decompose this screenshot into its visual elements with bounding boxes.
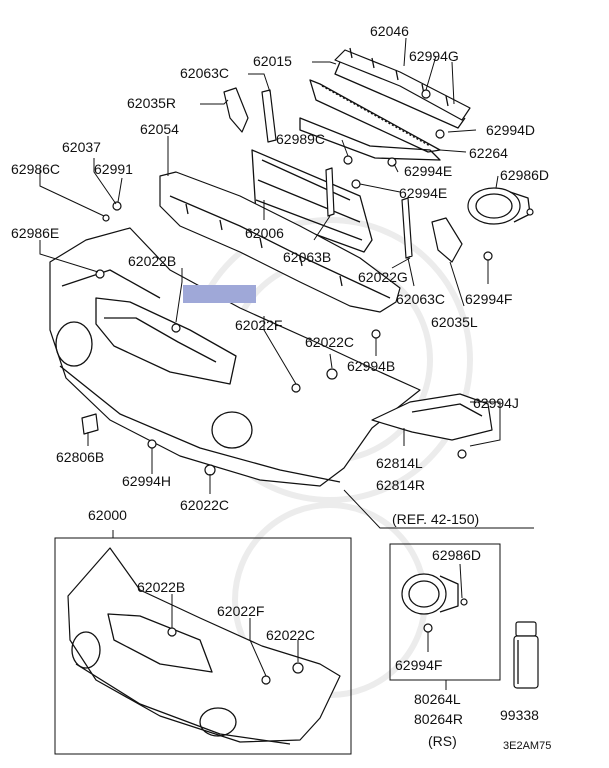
label-62994b[interactable]: 62994B — [347, 358, 395, 374]
leader-lines — [39, 37, 534, 529]
label-62986e[interactable]: 62986E — [11, 225, 59, 241]
label-62814r[interactable]: 62814R — [376, 477, 425, 493]
garnish-strips — [261, 89, 413, 259]
part-labels: 62046 62994G 62015 62063C 62035R 62054 6… — [11, 23, 551, 752]
label-62814l[interactable]: 62814L — [376, 455, 423, 471]
label-62994j[interactable]: 62994J — [473, 395, 519, 411]
label-62035r[interactable]: 62035R — [127, 95, 176, 111]
assembly-62000-box — [54, 537, 352, 755]
leader-lines-box — [171, 594, 299, 677]
selected-part-highlight — [183, 285, 256, 303]
label-62063b[interactable]: 62063B — [283, 249, 331, 265]
label-62022c-top[interactable]: 62022C — [305, 334, 354, 350]
side-brackets — [223, 87, 463, 263]
upper-bracket-62264 — [299, 117, 441, 161]
label-62022f-low[interactable]: 62022F — [217, 603, 264, 619]
label-62035l[interactable]: 62035L — [431, 314, 478, 330]
kit-label-rs: (RS) — [428, 733, 457, 749]
undercover-panel — [371, 393, 493, 441]
label-62989c[interactable]: 62989C — [276, 131, 325, 147]
label-62022b-low[interactable]: 62022B — [137, 579, 185, 595]
label-62054[interactable]: 62054 — [140, 121, 179, 137]
bumper-reinforcement — [159, 171, 401, 313]
diagram-code: 3E2AM75 — [503, 740, 551, 752]
tow-hook-cover — [81, 413, 99, 435]
label-62037[interactable]: 62037 — [62, 139, 101, 155]
label-62994f-top[interactable]: 62994F — [465, 291, 512, 307]
label-62022c-low[interactable]: 62022C — [266, 627, 315, 643]
grille-upper-garnish — [334, 47, 471, 129]
label-62994g[interactable]: 62994G — [409, 48, 459, 64]
label-62000[interactable]: 62000 — [88, 507, 127, 523]
fog-lamp-kit-box — [389, 543, 501, 681]
touch-up-paint-bottle — [513, 621, 539, 689]
label-62022g[interactable]: 62022G — [358, 269, 408, 285]
label-62991[interactable]: 62991 — [94, 161, 133, 177]
label-62806b[interactable]: 62806B — [56, 449, 104, 465]
label-62022c-mid[interactable]: 62022C — [180, 497, 229, 513]
label-62994e-2[interactable]: 62994E — [399, 185, 447, 201]
label-62994h[interactable]: 62994H — [122, 473, 171, 489]
label-62022f-top[interactable]: 62022F — [235, 317, 282, 333]
bumper-assembly-62000 — [67, 547, 341, 745]
label-62994d[interactable]: 62994D — [486, 122, 535, 138]
label-62022b-top[interactable]: 62022B — [128, 253, 176, 269]
grille-mesh-upper — [309, 79, 441, 153]
label-62046[interactable]: 62046 — [370, 23, 409, 39]
reference-label: (REF. 42-150) — [392, 511, 479, 527]
bumper-cover-main — [49, 227, 421, 487]
label-99338[interactable]: 99338 — [500, 707, 539, 723]
label-62015[interactable]: 62015 — [253, 53, 292, 69]
label-62986c[interactable]: 62986C — [11, 161, 60, 177]
label-62994e-1[interactable]: 62994E — [404, 163, 452, 179]
label-62063c-mid[interactable]: 62063C — [396, 291, 445, 307]
label-62264[interactable]: 62264 — [469, 145, 508, 161]
label-62986d-low[interactable]: 62986D — [432, 547, 481, 563]
fog-lamp-upper — [467, 187, 531, 225]
label-62986d-top[interactable]: 62986D — [500, 167, 549, 183]
label-80264l[interactable]: 80264L — [414, 691, 461, 707]
label-62063c-top[interactable]: 62063C — [180, 65, 229, 81]
fog-lamp-kit — [401, 563, 468, 652]
label-62994f-low[interactable]: 62994F — [395, 657, 442, 673]
label-80264r[interactable]: 80264R — [414, 711, 463, 727]
label-62006[interactable]: 62006 — [245, 225, 284, 241]
